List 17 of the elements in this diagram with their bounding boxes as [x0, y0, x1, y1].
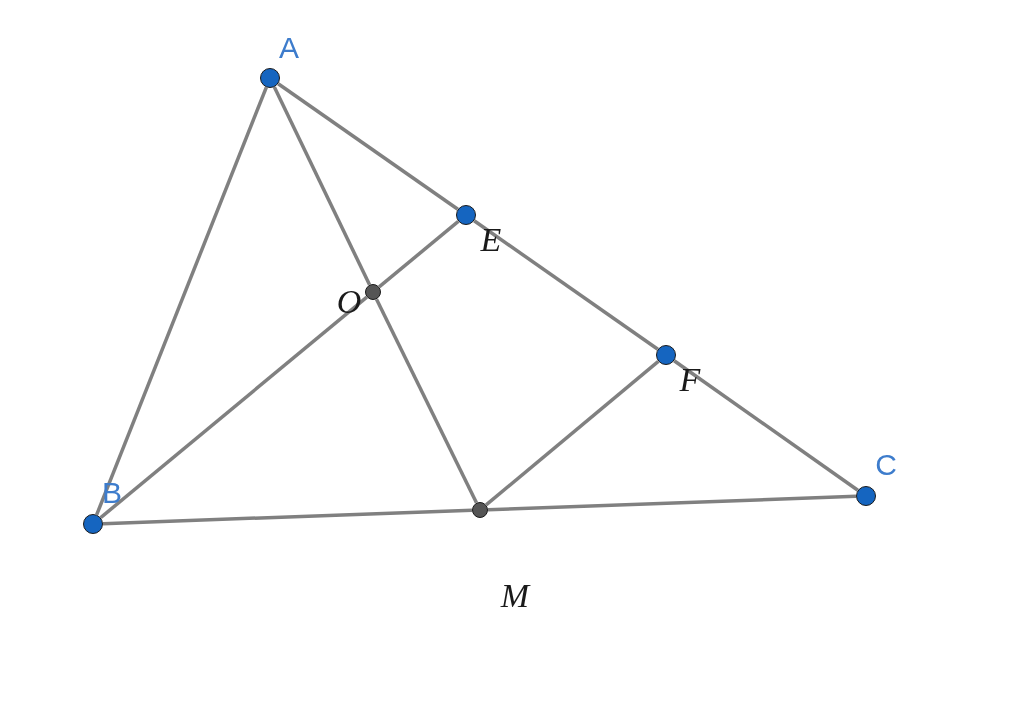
line-segment [277, 82, 459, 211]
line-segment [487, 494, 857, 512]
line-segment [374, 298, 479, 504]
line-segment [272, 86, 372, 286]
line-segment [473, 219, 659, 351]
line-segment [95, 86, 268, 516]
point-label: M [500, 577, 530, 615]
line-segment [485, 360, 660, 507]
point-label: A [279, 31, 299, 65]
line-segment [378, 220, 460, 289]
point-label: E [480, 221, 502, 259]
point-label: O [336, 283, 362, 321]
line-segment [673, 359, 859, 492]
point-label: C [875, 448, 897, 482]
line-segment [102, 508, 473, 526]
point-label: F [679, 361, 701, 399]
line-segment [99, 295, 368, 519]
